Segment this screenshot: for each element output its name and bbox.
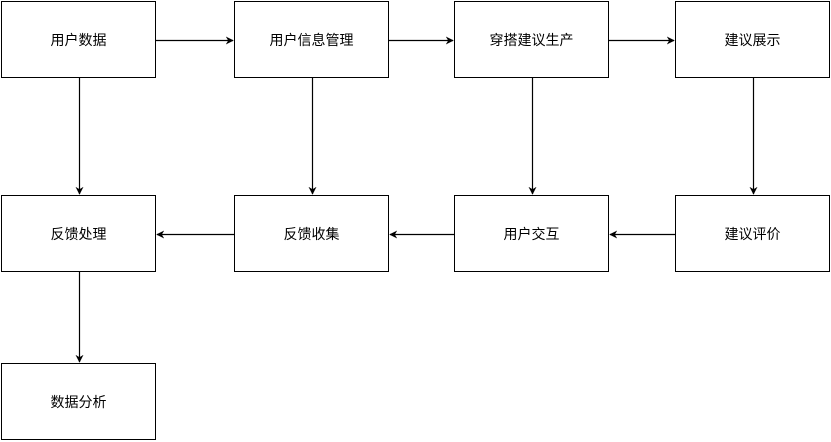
node-label: 穿搭建议生产 [489, 32, 574, 49]
node-user-data[interactable]: 用户数据 [1, 1, 156, 78]
node-label: 用户交互 [503, 226, 560, 243]
node-suggestion-display[interactable]: 建议展示 [675, 1, 830, 78]
node-feedback-processing[interactable]: 反馈处理 [1, 195, 156, 272]
edge-layer [75, 36, 758, 363]
node-feedback-collection[interactable]: 反馈收集 [234, 195, 389, 272]
node-label: 反馈处理 [50, 226, 107, 243]
node-label: 用户信息管理 [269, 32, 354, 49]
node-label: 数据分析 [50, 394, 107, 411]
node-data-analysis[interactable]: 数据分析 [1, 363, 156, 440]
node-label: 用户数据 [50, 32, 107, 49]
node-user-info-management[interactable]: 用户信息管理 [234, 1, 389, 78]
node-outfit-suggestion-generation[interactable]: 穿搭建议生产 [454, 1, 609, 78]
node-suggestion-rating[interactable]: 建议评价 [675, 195, 830, 272]
node-label: 反馈收集 [283, 226, 340, 243]
node-user-interaction[interactable]: 用户交互 [454, 195, 609, 272]
node-label: 建议展示 [724, 32, 781, 49]
node-label: 建议评价 [724, 226, 781, 243]
